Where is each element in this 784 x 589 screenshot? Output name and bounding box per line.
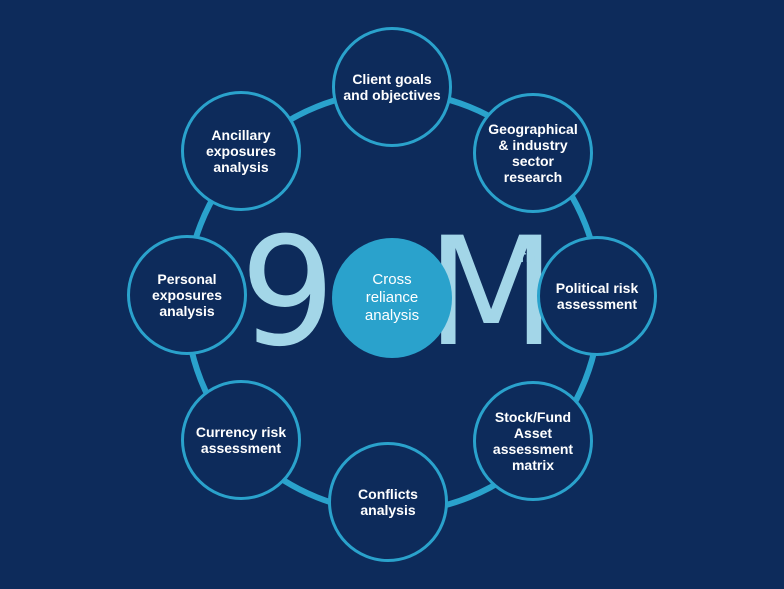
node-currency-risk: Currency risk assessment [181, 380, 301, 500]
trademark-symbol: TM [518, 250, 537, 265]
node-label: Client goals and objectives [343, 71, 441, 103]
node-label: Stock/Fund Asset assessment matrix [492, 409, 574, 473]
node-geographical-research: Geographical & industry sector research [473, 93, 593, 213]
node-ancillary-exposures: Ancillary exposures analysis [181, 91, 301, 211]
node-stock-fund-matrix: Stock/Fund Asset assessment matrix [473, 381, 593, 501]
node-client-goals: Client goals and objectives [332, 27, 452, 147]
node-label: Conflicts analysis [358, 486, 418, 518]
brand-letter-left: 9 [240, 206, 335, 380]
node-conflicts-analysis: Conflicts analysis [328, 442, 448, 562]
center-node: Cross reliance analysis [332, 238, 452, 358]
node-personal-exposures: Personal exposures analysis [127, 235, 247, 355]
node-label: Political risk assessment [555, 280, 639, 312]
node-label: Personal exposures analysis [151, 271, 223, 319]
node-political-risk: Political risk assessment [537, 236, 657, 356]
node-label: Geographical & industry sector research [488, 121, 578, 185]
node-label: Currency risk assessment [195, 424, 287, 456]
center-label: Cross reliance analysis [364, 271, 420, 324]
node-label: Ancillary exposures analysis [205, 127, 277, 175]
